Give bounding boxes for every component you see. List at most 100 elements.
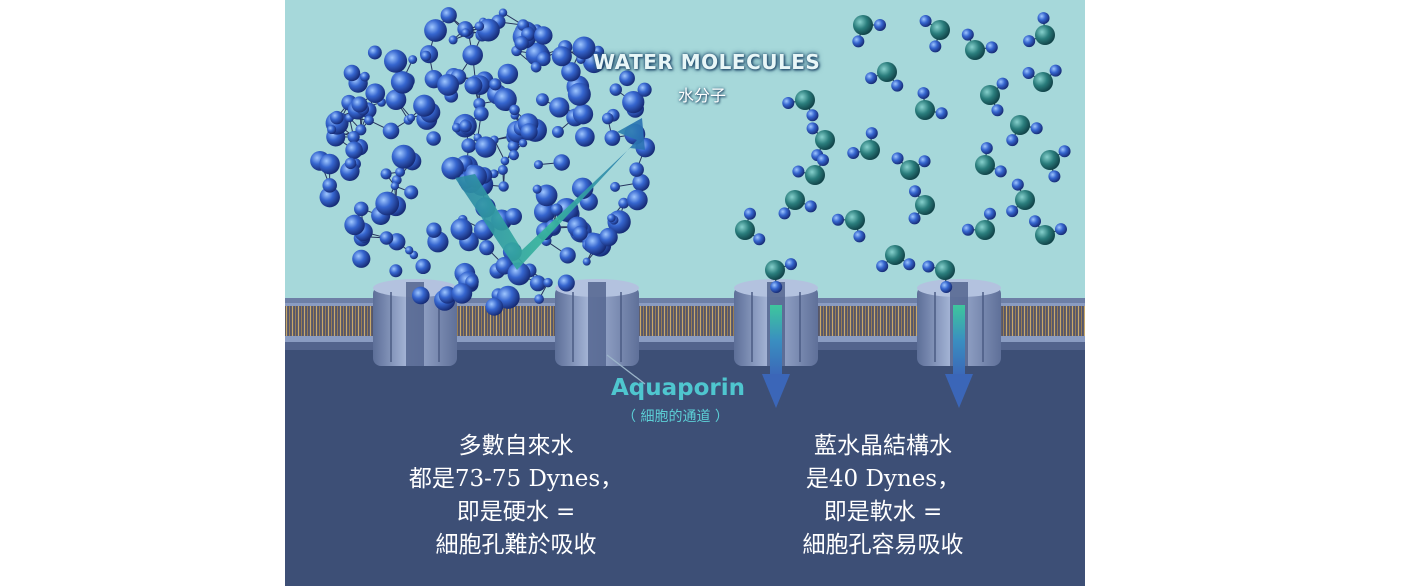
water-molecule-atom [355, 124, 367, 136]
water-molecule-atom [351, 96, 368, 113]
diagram-artwork [285, 0, 1085, 586]
water-molecule-atom [404, 185, 419, 200]
water-molecule-atom [465, 275, 479, 289]
absorption-arrow-2 [945, 305, 973, 408]
water-molecule-atom [530, 61, 542, 73]
water-molecule-atom [599, 227, 618, 247]
water-molecule-atom [479, 240, 495, 256]
water-molecule-atom [474, 21, 485, 32]
check-mark-icon [455, 118, 645, 270]
water-molecule-atom [395, 167, 406, 177]
water-molecule-atom [572, 36, 596, 60]
water-molecule-atom [383, 49, 408, 73]
water-molecule-atom [473, 106, 489, 122]
water-molecule-atom [559, 247, 576, 264]
water-molecule-atom [462, 44, 483, 66]
water-molecule-atom [532, 184, 542, 194]
water-molecule-atom [572, 104, 594, 125]
water-molecule-atom [505, 208, 522, 225]
water-molecule-atom [514, 35, 529, 51]
hard-water-caption: 多數自來水 都是73-75 Dynes， 即是硬水 = 細胞孔難於吸收 [371, 430, 661, 562]
aquaporin-channel [555, 279, 639, 366]
water-molecule-atom [327, 124, 337, 135]
water-molecule-atom [440, 7, 457, 24]
water-molecule [782, 90, 819, 122]
water-region [285, 0, 1085, 300]
water-molecule-atom [610, 181, 621, 192]
water-molecule-atom [413, 94, 436, 117]
water-molecule-atom [534, 26, 553, 45]
water-molecule-atom [354, 201, 369, 217]
water-molecule [876, 245, 916, 273]
water-molecule-atom [411, 286, 430, 305]
water-molecules-zh-label: 水分子 [678, 86, 727, 105]
water-membrane-diagram: WATER MOLECULES 水分子 Aquaporin （ 細胞的通道 ） … [285, 0, 1085, 586]
water-molecule-atom [507, 140, 519, 152]
water-molecule-atom [451, 283, 473, 304]
water-molecule-atom [622, 91, 645, 114]
water-molecule-atom [464, 76, 483, 95]
water-molecule-atom [582, 257, 591, 266]
water-molecule [980, 77, 1009, 117]
water-molecule-atom [567, 82, 591, 106]
water-molecule-atom [448, 35, 458, 45]
water-molecule-atom [618, 197, 630, 209]
water-molecule-atom [557, 274, 575, 292]
water-molecule [1023, 12, 1055, 48]
water-molecule-atom [572, 225, 588, 241]
water-molecule-atom [385, 89, 407, 111]
water-molecule-atom [497, 164, 508, 175]
water-molecule-atom [364, 115, 374, 126]
water-molecule [735, 207, 766, 246]
water-molecule-atom [498, 8, 508, 17]
water-molecule-atom [609, 83, 622, 96]
water-molecule-atom [459, 119, 472, 133]
water-molecule-atom [632, 173, 650, 192]
water-molecule-atom [551, 46, 572, 67]
water-molecule [1006, 178, 1035, 218]
water-molecule-atom [629, 162, 644, 177]
water-molecule-atom [518, 138, 528, 148]
water-molecule [1006, 115, 1043, 147]
water-molecule [765, 258, 797, 293]
caption-line: 多數自來水 [458, 433, 574, 459]
caption-line: 細胞孔難於吸收 [435, 532, 597, 558]
water-molecule [792, 153, 829, 185]
water-molecule-atom [627, 189, 648, 211]
water-molecule-atom [365, 83, 386, 104]
water-molecule [865, 62, 904, 92]
water-molecule-atom [561, 62, 581, 82]
water-molecule-atom [344, 157, 357, 170]
water-molecule-atom [415, 258, 431, 275]
caption-line: 是40 Dynes， [805, 466, 961, 492]
water-molecule-atom [407, 113, 416, 122]
water-molecule-atom [549, 97, 570, 118]
water-molecule [847, 127, 880, 160]
water-molecule-atom [319, 186, 340, 208]
water-molecule-atom [604, 130, 621, 146]
water-molecule-atom [485, 297, 504, 316]
water-molecules-label: WATER MOLECULES [593, 50, 821, 74]
water-molecule-atom [498, 181, 509, 192]
water-molecule [1022, 64, 1062, 92]
water-molecule-atom [550, 203, 563, 216]
water-molecule-atom [533, 201, 556, 223]
water-molecule-atom [553, 154, 570, 171]
water-molecule-atom [619, 70, 635, 87]
water-molecule-atom [382, 122, 400, 140]
water-molecule-atom [426, 222, 442, 238]
water-molecule-atom [493, 88, 517, 112]
water-molecule-atom [391, 71, 414, 94]
water-molecule-atom [390, 181, 399, 191]
water-molecule-atom [347, 130, 360, 144]
water-molecule-atom [345, 141, 363, 159]
water-molecule-atom [551, 125, 564, 138]
water-molecule-atom [322, 178, 337, 193]
water-molecule-atom [408, 55, 418, 64]
water-molecule [961, 28, 998, 60]
water-molecule [962, 207, 996, 240]
water-molecule-atom [450, 218, 473, 241]
water-molecule-atom [451, 122, 462, 133]
water-molecule [891, 152, 931, 180]
water-molecule [1040, 145, 1071, 183]
